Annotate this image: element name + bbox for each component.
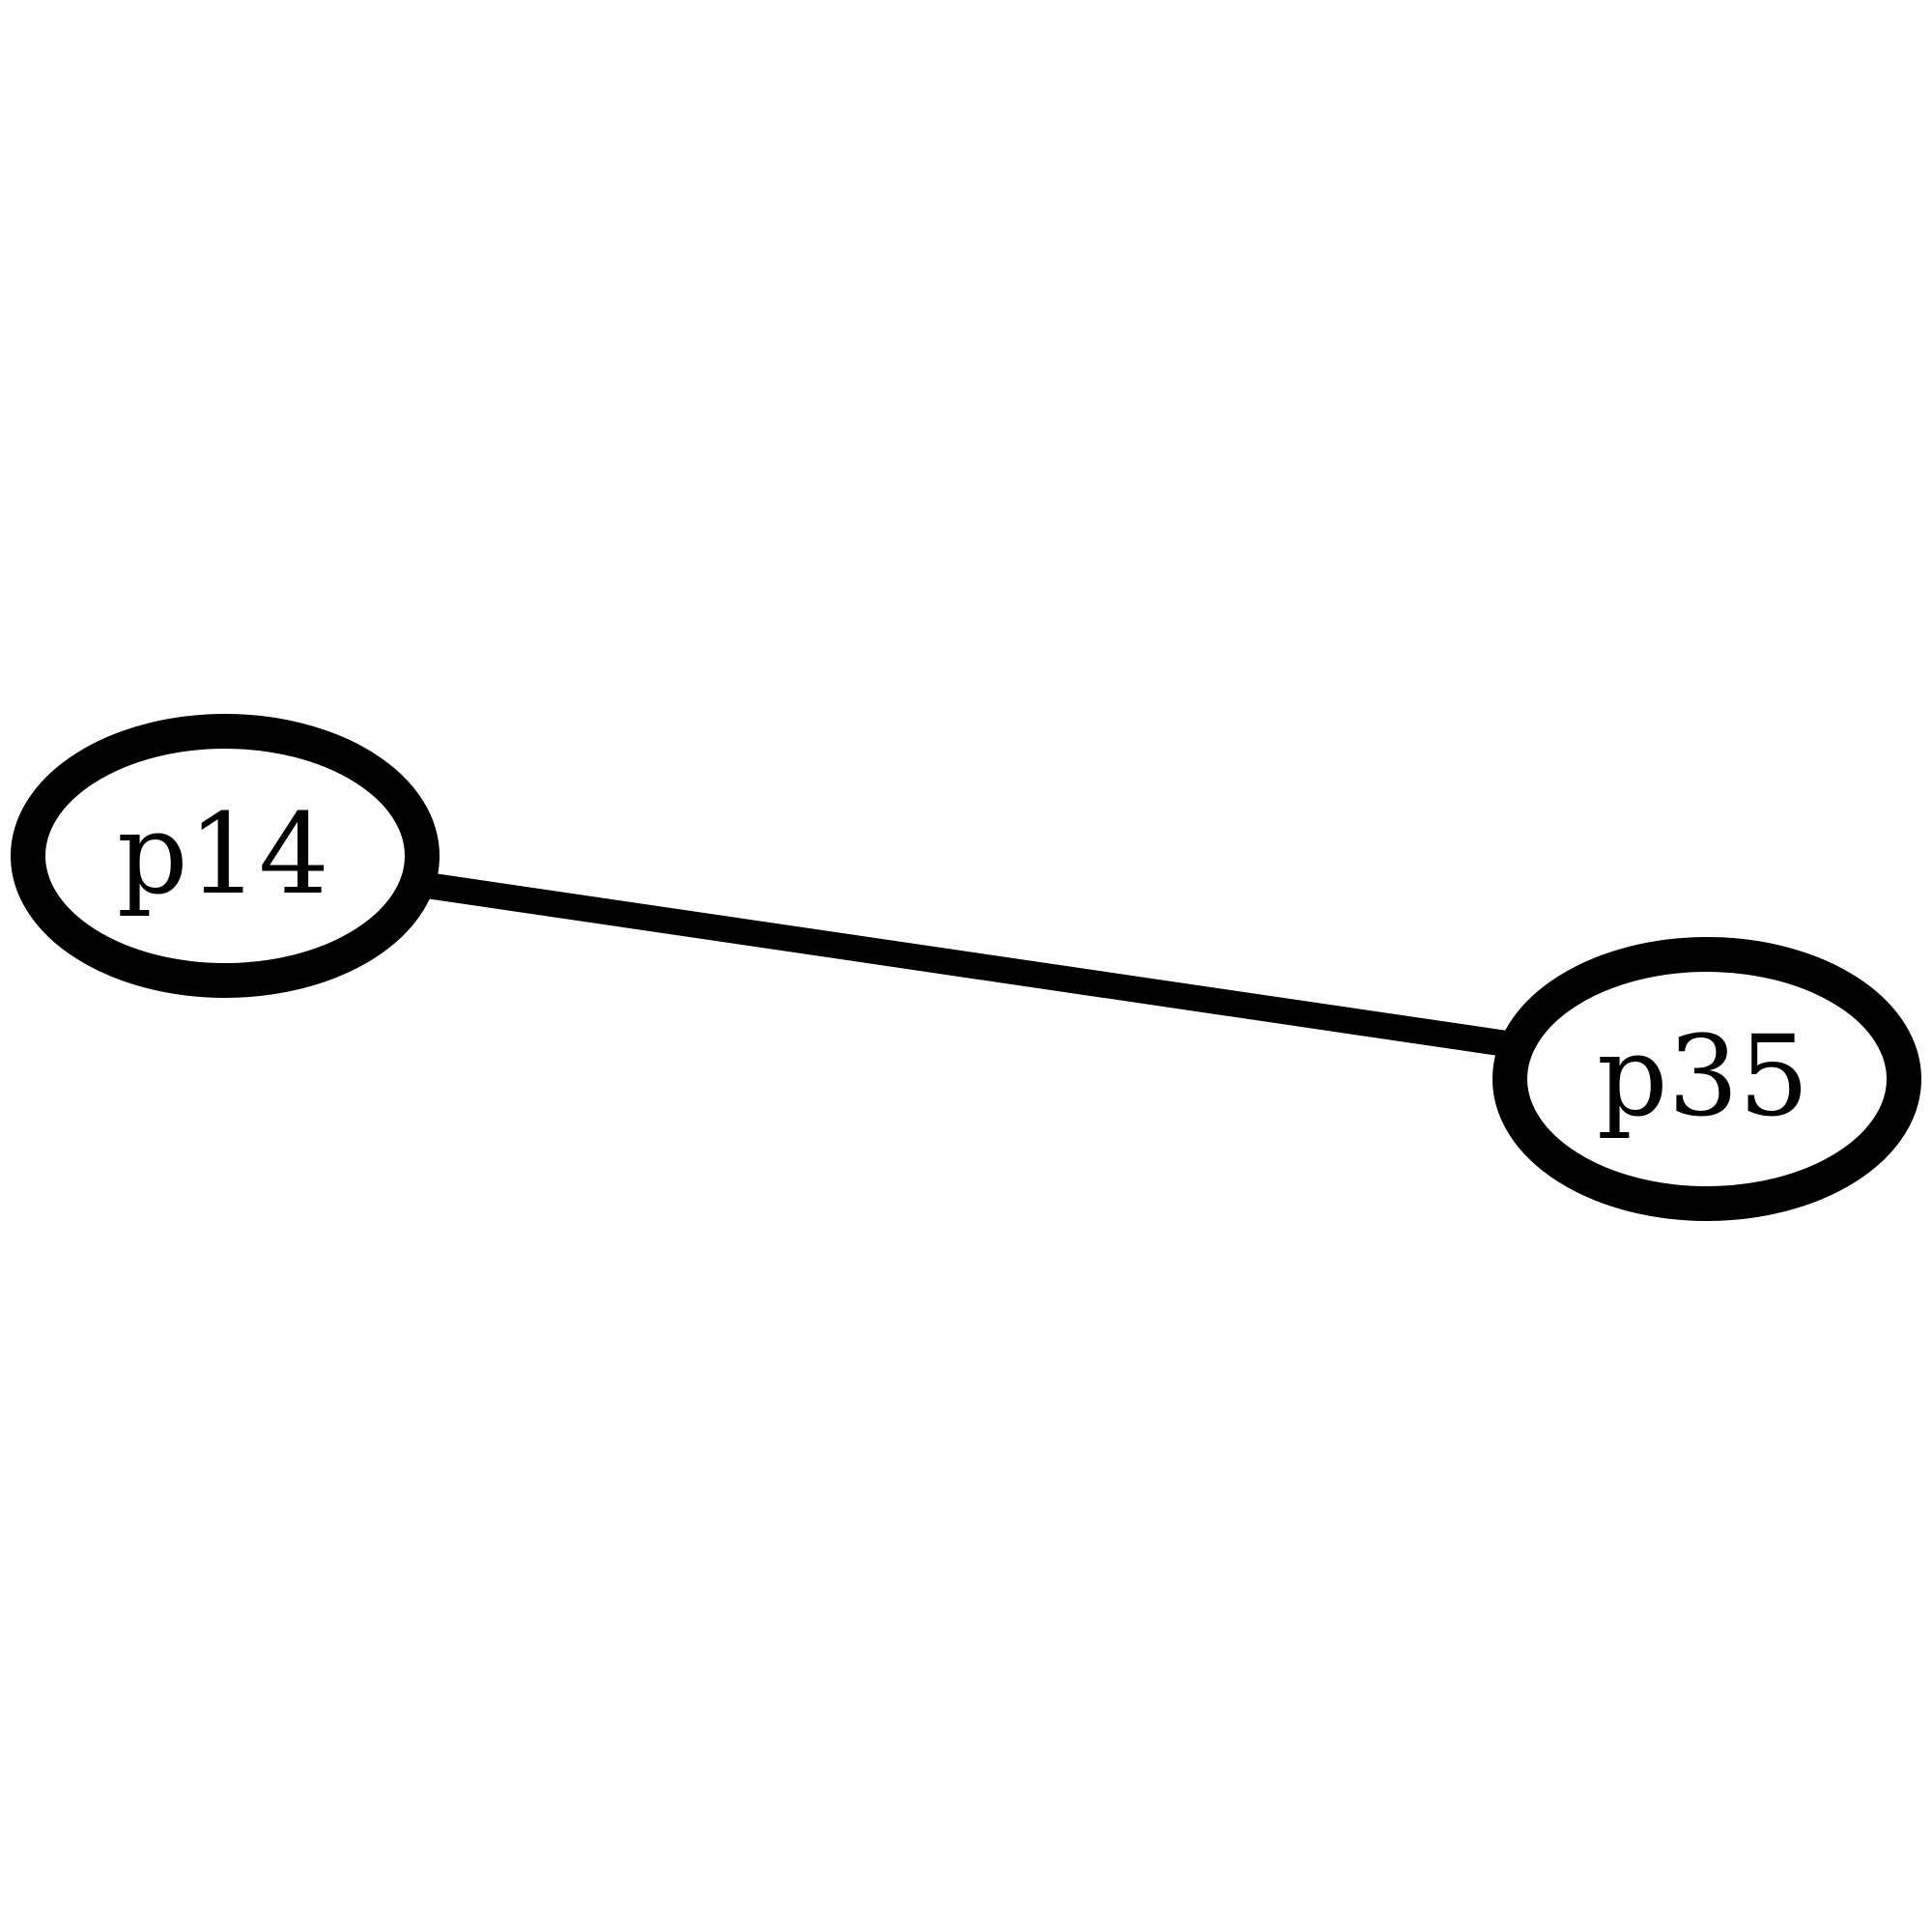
node-p14[interactable]: p14 [11, 714, 440, 998]
node-p14-label: p14 [117, 790, 329, 920]
node-p35-ellipse [1492, 937, 1921, 1221]
node-p35[interactable]: p35 [1492, 937, 1921, 1221]
node-p35-label: p35 [1597, 1012, 1809, 1142]
edge-p14-p35 [428, 872, 1505, 1057]
node-p14-ellipse [11, 714, 440, 998]
